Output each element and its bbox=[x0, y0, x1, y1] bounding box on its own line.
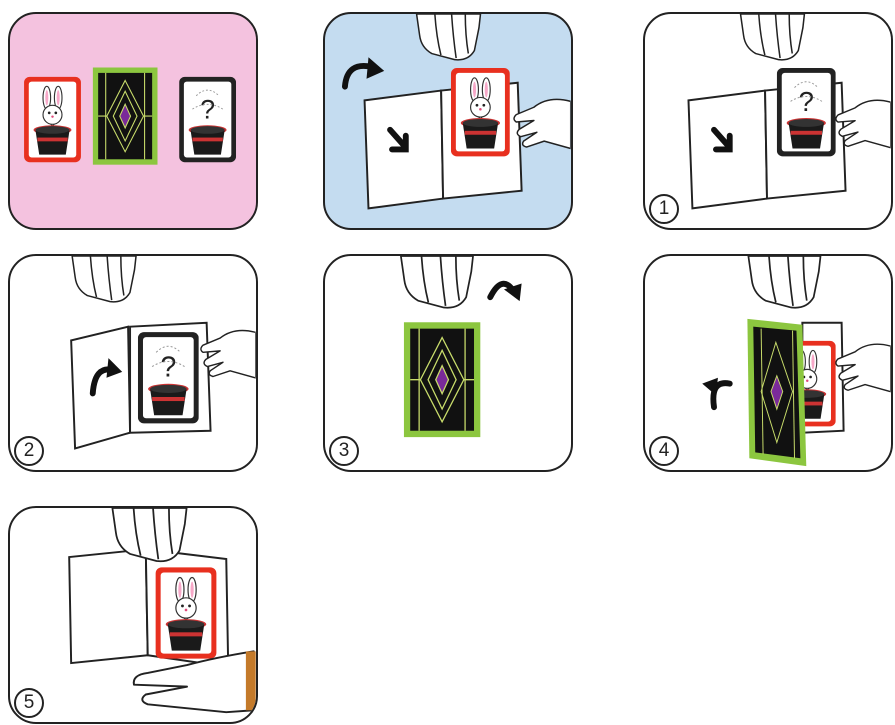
setup-illustration bbox=[325, 14, 571, 210]
step-number-badge: 4 bbox=[649, 436, 679, 466]
down-arrow-icon bbox=[387, 126, 409, 153]
step-3-illustration bbox=[399, 256, 522, 438]
step-number-badge: 3 bbox=[329, 436, 359, 466]
step-number-badge: 1 bbox=[649, 194, 679, 224]
step-2-panel: 2 bbox=[8, 254, 258, 472]
step-2-illustration bbox=[70, 256, 256, 450]
step-number-badge: 2 bbox=[14, 436, 44, 466]
intro-panel bbox=[8, 12, 258, 230]
curved-arrow-icon bbox=[345, 57, 384, 86]
setup-panel bbox=[323, 12, 573, 230]
rabbit-card-icon bbox=[450, 67, 510, 157]
question-card-icon bbox=[776, 67, 836, 157]
step-number-badge: 5 bbox=[14, 688, 44, 718]
card-back-icon bbox=[92, 66, 158, 166]
step-3-panel: 3 bbox=[323, 254, 573, 472]
question-card-icon bbox=[137, 331, 199, 424]
question-card-icon bbox=[179, 76, 237, 163]
step-1-illustration bbox=[687, 14, 891, 210]
hand-icon bbox=[747, 256, 822, 309]
hand-icon bbox=[399, 256, 475, 309]
hand-icon bbox=[513, 98, 571, 150]
down-arrow-icon bbox=[711, 126, 733, 153]
step-4-panel: 4 bbox=[643, 254, 893, 472]
rabbit-card-icon bbox=[24, 76, 81, 163]
intro-illustration bbox=[24, 66, 237, 166]
card-back-icon bbox=[403, 321, 481, 438]
hand-icon bbox=[739, 14, 806, 61]
hand-icon bbox=[71, 256, 138, 303]
hand-icon bbox=[835, 343, 891, 393]
step-4-illustration bbox=[702, 256, 891, 467]
hand-icon bbox=[132, 650, 255, 714]
step-5-illustration bbox=[68, 508, 256, 714]
rabbit-card-icon bbox=[155, 566, 217, 660]
step-1-panel: 1 bbox=[643, 12, 893, 230]
hand-icon bbox=[415, 14, 482, 61]
step-5-panel: 5 bbox=[8, 506, 258, 724]
